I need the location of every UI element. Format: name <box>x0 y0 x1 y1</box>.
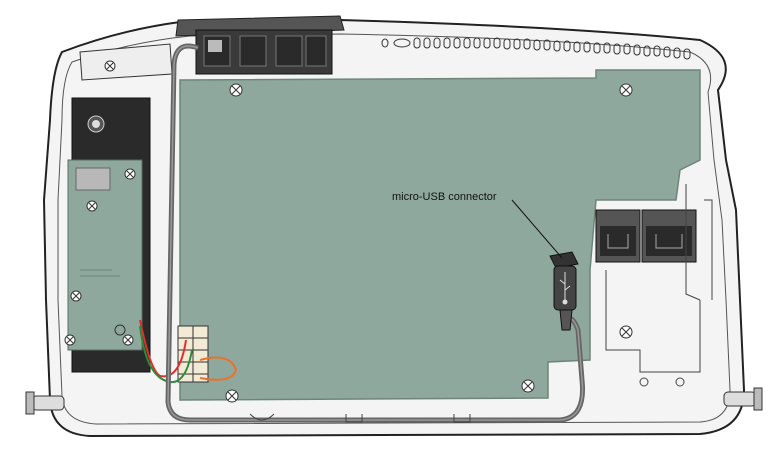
callout-label: micro-USB connector <box>392 191 497 203</box>
usb-symbol-icon <box>559 272 571 305</box>
screw-icon <box>104 60 116 72</box>
left-mount-pin <box>25 391 65 415</box>
right-mount-pin <box>723 387 763 411</box>
screw-icon <box>619 325 633 339</box>
red-wire <box>139 319 187 378</box>
screw-icon <box>619 83 633 97</box>
screw-icon <box>521 379 535 393</box>
bottom-standoffs <box>249 413 471 423</box>
ethernet-port-icon <box>641 209 697 263</box>
screw-icon <box>86 200 98 212</box>
right-side-panel <box>605 184 713 387</box>
screw-icon <box>70 290 82 302</box>
screw-icon <box>225 389 239 403</box>
gray-cable-highlight <box>167 45 584 421</box>
screw-icon <box>124 168 136 180</box>
top-connector-block <box>175 15 345 75</box>
daughter-board <box>67 159 143 351</box>
screw-icon <box>122 334 134 346</box>
callout-leader-line <box>511 199 563 259</box>
ethernet-port-icon <box>595 209 641 263</box>
screw-icon <box>64 334 76 346</box>
vent-slots <box>381 37 691 60</box>
orange-wire <box>199 356 238 381</box>
screw-icon <box>229 83 243 97</box>
